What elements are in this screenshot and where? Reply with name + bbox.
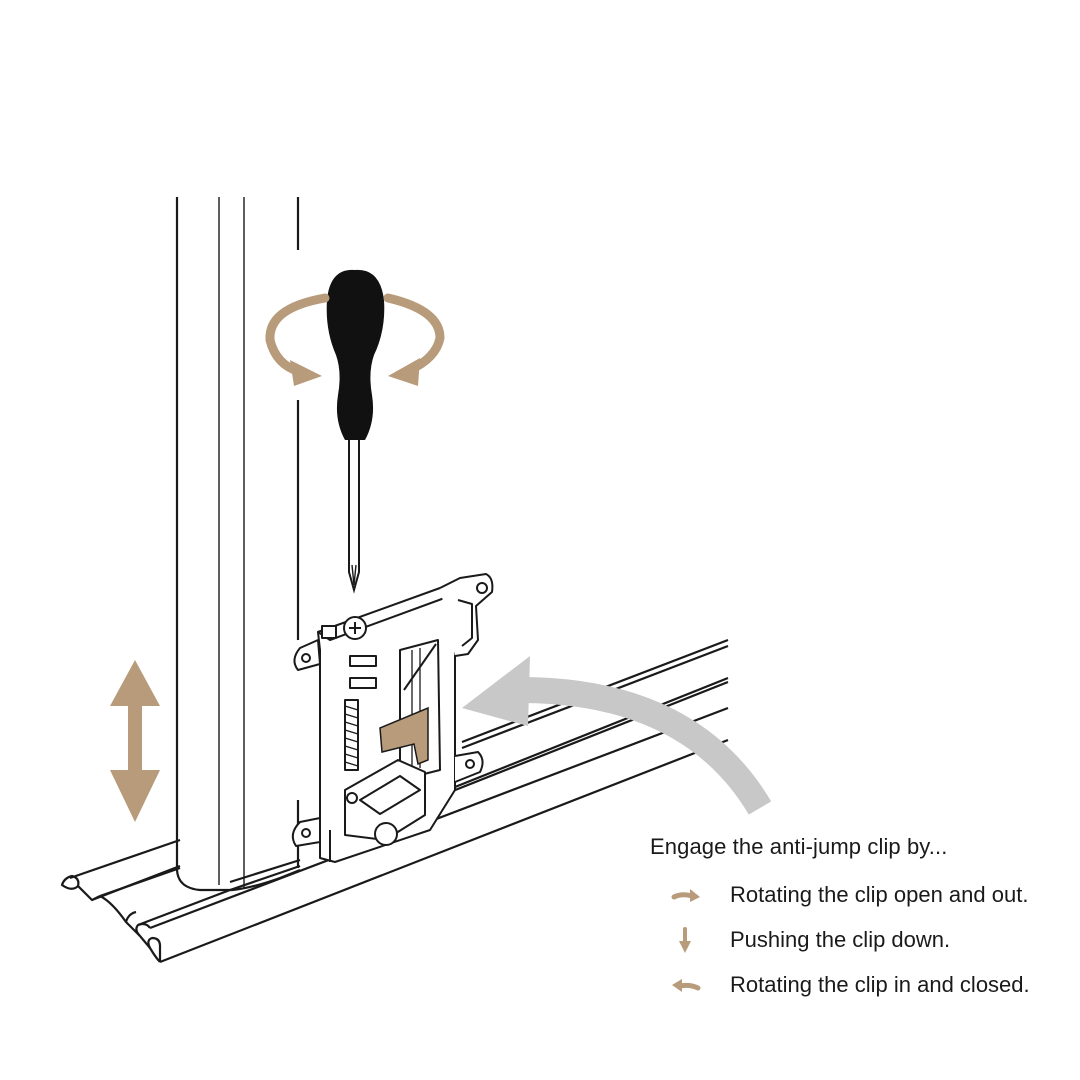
arrow-left-icon	[660, 970, 710, 1000]
arrow-down-icon	[660, 925, 710, 955]
arrow-right-icon	[660, 880, 710, 910]
clip-tab	[379, 706, 429, 766]
up-down-arrow-icon	[110, 660, 160, 822]
anti-jump-clip	[291, 573, 494, 863]
step-push-down: Pushing the clip down.	[660, 925, 950, 955]
rotation-arrowheads	[290, 358, 420, 386]
rotation-arrows-icon	[265, 293, 445, 377]
step-rotate-open: Rotating the clip open and out.	[660, 880, 1028, 910]
step-text: Rotating the clip in and closed.	[730, 972, 1030, 997]
instructions-title: Engage the anti-jump clip by...	[650, 834, 948, 859]
screwdriver	[326, 269, 385, 594]
step-rotate-closed: Rotating the clip in and closed.	[660, 970, 1030, 1000]
step-text: Pushing the clip down.	[730, 927, 951, 952]
guide-arrow-icon	[462, 656, 772, 815]
step-text: Rotating the clip open and out.	[730, 882, 1029, 907]
door-panel	[175, 197, 301, 892]
